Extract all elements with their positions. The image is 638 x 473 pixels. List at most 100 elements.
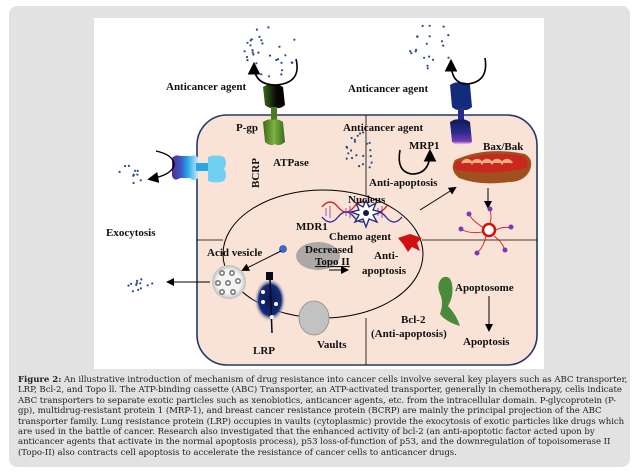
- drug-particle: [252, 53, 255, 56]
- topo-ii-blob: [296, 242, 340, 270]
- label-apoptosome: Apoptosome: [455, 282, 514, 294]
- label-decreased: Decreased: [305, 244, 353, 256]
- drug-particle: [361, 163, 365, 166]
- drug-particle: [267, 75, 271, 78]
- vaults-icon: [298, 300, 330, 336]
- drug-particle: [291, 61, 294, 64]
- apoptosome-icon: [458, 206, 514, 256]
- drug-particle: [350, 156, 354, 160]
- vesicle-particles: [215, 269, 242, 295]
- drug-particle: [136, 173, 139, 176]
- drug-particle: [416, 35, 419, 38]
- drug-particle: [358, 132, 362, 135]
- drug-particle: [135, 283, 138, 286]
- drug-particle: [132, 173, 135, 176]
- drug-particle: [245, 55, 249, 59]
- label-apoptosis: Apoptosis: [463, 336, 510, 348]
- drug-particle: [151, 282, 154, 285]
- drug-particle: [139, 179, 142, 182]
- bcrp-transporter-icon: [172, 155, 226, 183]
- drug-particle: [362, 154, 365, 157]
- label-anticancer-agent-right: Anticancer agent: [348, 83, 428, 95]
- nucleus-to-mito-arrow: [419, 186, 457, 211]
- drug-particle: [350, 149, 353, 152]
- drug-particle: [442, 44, 445, 47]
- drug-particle: [280, 61, 283, 64]
- drug-particle: [428, 55, 431, 58]
- drug-particle: [280, 73, 283, 76]
- label-anti: Anti-: [374, 250, 399, 262]
- mrp1-transporter-icon: [450, 82, 472, 146]
- drug-particle: [127, 164, 130, 167]
- drug-particle: [431, 58, 435, 61]
- drug-particle: [293, 38, 296, 41]
- drug-particle: [275, 58, 278, 62]
- label-anti-apoptosis-top: Anti-apoptosis: [369, 177, 438, 189]
- drug-particle: [132, 181, 135, 185]
- figure-caption: Figure 2: An illustrative introduction o…: [18, 375, 628, 458]
- drug-particle: [257, 51, 260, 54]
- mrp1-efflux-arrow: [444, 57, 487, 85]
- drug-particle: [249, 44, 252, 47]
- drug-particle: [358, 165, 361, 168]
- drug-particle: [135, 282, 138, 285]
- label-anticancer-agent-left: Anticancer agent: [166, 81, 246, 93]
- drug-particles: [118, 24, 450, 293]
- drug-particle: [251, 49, 254, 52]
- drug-particle: [365, 142, 368, 145]
- label-mrp1: MRP1: [409, 140, 440, 152]
- drug-particle: [268, 54, 272, 57]
- drug-particle: [362, 131, 365, 134]
- drug-particle: [260, 39, 263, 42]
- drug-particle: [133, 169, 137, 172]
- bcl2-protein-icon: [438, 276, 460, 326]
- caption-text: An illustrative introduction of mechanis…: [18, 375, 628, 458]
- label-vaults: Vaults: [317, 339, 347, 351]
- drug-particle: [353, 140, 357, 143]
- label-bcl2-sub: (Anti-apoptosis): [371, 328, 447, 340]
- label-bcrp: BCRP: [250, 158, 262, 188]
- drug-particle: [131, 290, 134, 293]
- label-bax-bak: Bax/Bak: [483, 141, 524, 153]
- drug-particle: [355, 154, 358, 157]
- mrp1-inner-arrow: [398, 148, 437, 175]
- drug-particle: [246, 59, 249, 62]
- drug-particle: [250, 38, 253, 41]
- dna-helix-icon: [321, 201, 403, 223]
- drug-particle: [243, 50, 246, 53]
- drug-particle: [415, 48, 418, 51]
- drug-particle: [277, 58, 280, 61]
- drug-particle: [258, 35, 261, 39]
- drug-particle: [137, 288, 140, 291]
- drug-particle: [423, 56, 426, 59]
- drug-particle: [368, 166, 371, 169]
- mitochondria-icon: [452, 151, 532, 184]
- label-anticancer-agent-inner: Anticancer agent: [343, 122, 423, 134]
- acid-vesicle-dot: [279, 245, 287, 253]
- drug-particle: [136, 169, 139, 172]
- label-mdr1: MDR1: [296, 221, 328, 233]
- label-chemo-agent: Chemo agent: [329, 231, 391, 243]
- drug-particle: [139, 287, 142, 290]
- drug-particle: [426, 64, 429, 67]
- drug-particle: [447, 56, 450, 59]
- drug-particle: [130, 282, 133, 285]
- drug-particle: [255, 28, 258, 31]
- drug-particle: [278, 45, 281, 48]
- drug-particle: [347, 152, 350, 155]
- drug-particle: [251, 51, 254, 54]
- figure-diagram: Anticancer agent Anticancer agent Antica…: [94, 18, 544, 369]
- drug-particle: [410, 52, 413, 55]
- drug-particle: [280, 69, 284, 72]
- drug-particle: [425, 42, 428, 45]
- label-pgp: P-gp: [236, 122, 258, 134]
- label-nucleus: Nucleus: [348, 194, 386, 206]
- drug-particle: [440, 40, 444, 43]
- label-topo-ii: Topo II: [315, 256, 350, 268]
- label-acid-vesicle: Acid vesicle: [207, 247, 262, 259]
- drug-particle: [409, 50, 412, 53]
- drug-particle: [261, 42, 264, 45]
- drug-particle: [428, 35, 431, 38]
- drug-particle: [139, 282, 142, 285]
- drug-particle: [447, 34, 450, 37]
